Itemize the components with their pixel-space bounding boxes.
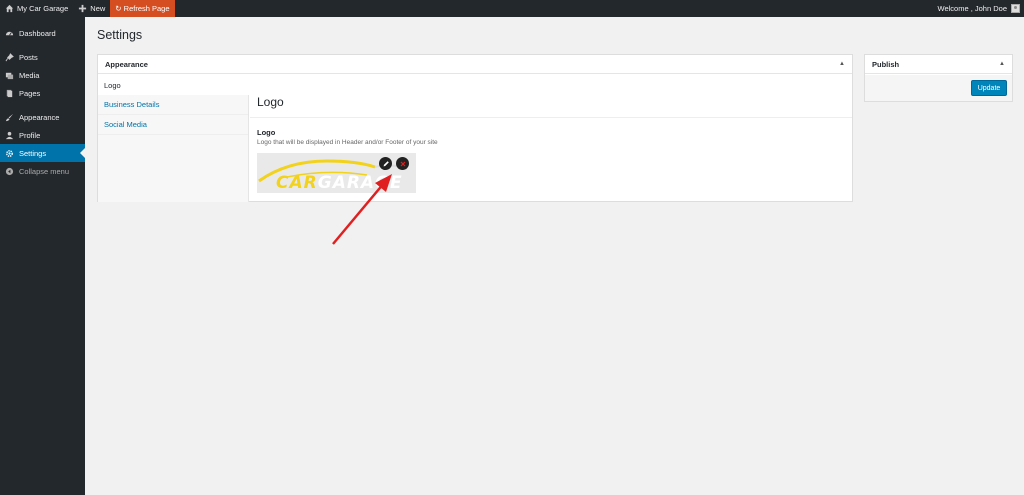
- sidebar-item-label: Collapse menu: [19, 166, 70, 176]
- sidebar-item-dashboard[interactable]: Dashboard: [0, 24, 85, 42]
- sidebar-item-label: Posts: [19, 52, 38, 62]
- appearance-panel-header[interactable]: Appearance ▲: [98, 55, 852, 74]
- tab-logo[interactable]: Logo: [98, 75, 854, 95]
- brush-icon: [5, 113, 14, 121]
- publish-panel-body: Update: [865, 75, 1012, 101]
- tab-social-media[interactable]: Social Media: [98, 115, 248, 135]
- edit-logo-button[interactable]: [379, 157, 392, 170]
- collapse-menu-button[interactable]: Collapse menu: [0, 162, 85, 180]
- logo-text-car: CAR: [276, 173, 318, 193]
- pages-icon: [6, 89, 13, 97]
- home-icon: [5, 4, 14, 13]
- media-icon: [5, 72, 14, 79]
- sidebar-item-posts[interactable]: Posts: [0, 48, 85, 66]
- toggle-panel-icon[interactable]: ▲: [839, 61, 845, 67]
- account-menu[interactable]: Welcome , John Doe: [938, 4, 1024, 13]
- tab-label: Logo: [104, 80, 121, 90]
- divider: [250, 117, 852, 118]
- plus-icon: [79, 4, 87, 13]
- sidebar-item-label: Settings: [19, 148, 47, 158]
- avatar: [1011, 4, 1020, 13]
- sidebar-item-profile[interactable]: Profile: [0, 126, 85, 144]
- pencil-icon: [383, 160, 389, 166]
- dashboard-icon: [5, 31, 14, 36]
- logo-text-garage: GARAGE: [317, 173, 403, 193]
- remove-logo-button[interactable]: [396, 157, 409, 170]
- user-icon: [5, 131, 14, 139]
- new-link[interactable]: New: [73, 0, 110, 17]
- admin-sidebar: Dashboard Posts Media Pages Appearance P…: [0, 17, 85, 495]
- tab-label: Social Media: [104, 120, 147, 129]
- collapse-icon: [5, 167, 14, 175]
- site-name: My Car Garage: [17, 4, 69, 13]
- panel-title: Publish: [872, 59, 900, 69]
- logo-text: CARGARAGE: [276, 173, 403, 193]
- pin-icon: [5, 52, 14, 61]
- sidebar-item-settings[interactable]: Settings: [0, 144, 85, 162]
- page-title: Settings: [97, 28, 143, 42]
- toggle-panel-icon[interactable]: ▲: [999, 61, 1005, 67]
- field-description: Logo that will be displayed in Header an…: [257, 139, 438, 146]
- sidebar-item-appearance[interactable]: Appearance: [0, 108, 85, 126]
- sidebar-item-label: Profile: [19, 130, 41, 140]
- section-title: Logo: [257, 95, 284, 109]
- publish-panel-header[interactable]: Publish ▲: [865, 55, 1012, 74]
- appearance-panel: Appearance ▲ Logo Business Details Socia…: [97, 54, 853, 202]
- update-button[interactable]: Update: [971, 80, 1007, 96]
- admin-bar: My Car Garage New ↻ Refresh Page Welcome…: [0, 0, 1024, 17]
- tab-business-details[interactable]: Business Details: [98, 95, 248, 115]
- site-name-link[interactable]: My Car Garage: [0, 0, 73, 17]
- gear-icon: [6, 149, 13, 157]
- refresh-page-button[interactable]: ↻ Refresh Page: [110, 0, 175, 17]
- new-label: New: [90, 4, 106, 13]
- panel-title: Appearance: [105, 59, 148, 69]
- tab-label: Business Details: [104, 100, 160, 109]
- sidebar-item-label: Media: [19, 70, 40, 80]
- field-label: Logo: [257, 128, 276, 137]
- sidebar-item-label: Appearance: [19, 112, 60, 122]
- sidebar-item-label: Dashboard: [19, 28, 56, 38]
- refresh-label: ↻ Refresh Page: [115, 4, 170, 13]
- logo-preview: CARGARAGE: [257, 153, 416, 193]
- sidebar-item-media[interactable]: Media: [0, 66, 85, 84]
- sidebar-item-label: Pages: [19, 88, 41, 98]
- sidebar-item-pages[interactable]: Pages: [0, 84, 85, 102]
- welcome-text: Welcome , John Doe: [937, 4, 1007, 13]
- publish-panel: Publish ▲ Update: [864, 54, 1013, 102]
- vertical-tabs: Business Details Social Media: [98, 95, 249, 202]
- close-icon: [400, 161, 405, 166]
- tab-content: Logo Logo Logo that will be displayed in…: [250, 75, 852, 201]
